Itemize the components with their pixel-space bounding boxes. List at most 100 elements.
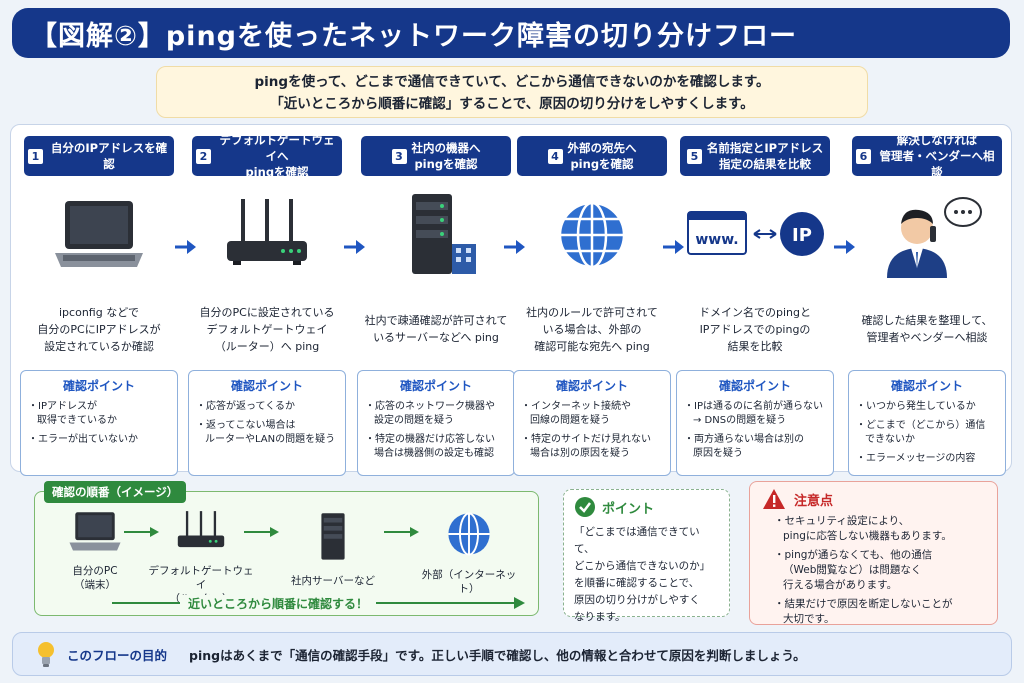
step-4-number: 4 <box>547 148 563 164</box>
step-1-number: 1 <box>28 148 43 164</box>
server-icon <box>321 513 345 560</box>
router-icon <box>177 511 225 548</box>
step-6: 6 解決しなければ 管理者・ベンダーへ相談 確認した結果を整理して、 管理者やベ… <box>846 128 1008 476</box>
step-6-point: エラーメッセージの内容 <box>856 452 998 466</box>
step-4-point: インターネット接続や 回線の問題を疑う <box>521 400 663 428</box>
order-item-router: デフォルトゲートウェイ （ルーター） <box>146 508 256 606</box>
step-3-point: 特定の機器だけ応答しない 場合は機器側の設定も確認 <box>365 433 507 461</box>
step-5-title: 名前指定とIPアドレス 指定の結果を比較 <box>706 141 824 171</box>
laptop-icon <box>55 201 143 267</box>
tip-title: ポイント <box>602 501 655 517</box>
step-3-point-title: 確認ポイント <box>399 379 472 393</box>
order-item-label: 社内サーバーなど <box>291 575 375 587</box>
globe-icon <box>558 201 626 269</box>
person-phone-icon <box>887 197 982 278</box>
step-3-number: 3 <box>391 148 407 164</box>
order-item-pc: 自分のPC （端末） <box>40 508 150 592</box>
step-1-point: IPアドレスが 取得できているか <box>28 400 170 428</box>
step-3-header: 3 社内の機器へ pingを確認 <box>361 136 511 176</box>
arrow-right-icon <box>504 240 525 254</box>
step-6-point-box: 確認ポイント いつから発生しているか どこまで（どこから）通信 できないか エラ… <box>848 370 1006 476</box>
arrow-right-icon <box>175 240 196 254</box>
warning-item: pingが通らなくても、他の通信 （Web閲覧など）は問題なく 行える場合があり… <box>774 548 985 593</box>
purpose-footer: このフローの目的 pingはあくまで「通信の確認手段」です。正しい手順で確認し、… <box>12 632 1012 676</box>
server-icon <box>412 194 476 274</box>
step-2-point-title: 確認ポイント <box>230 379 303 393</box>
warning-item: セキュリティ設定により、 pingに応答しない機器もあります。 <box>774 514 985 544</box>
step-2-point: 返ってこない場合は ルーターやLANの問題を疑う <box>196 419 338 447</box>
warning-box: 注意点 セキュリティ設定により、 pingに応答しない機器もあります。 ping… <box>749 481 998 625</box>
www-ip-icon: www. IP <box>674 176 836 294</box>
order-footer-text: 近いところから順番に確認する！ <box>180 595 377 612</box>
step-5-header: 5 名前指定とIPアドレス 指定の結果を比較 <box>680 136 830 176</box>
step-4-point-box: 確認ポイント インターネット接続や 回線の問題を疑う 特定のサイトだけ見れない … <box>513 370 671 476</box>
ip-label: IP <box>792 225 812 246</box>
www-label: www. <box>695 232 738 248</box>
step-3-description: 社内で疎通確認が許可されて いるサーバーなどへ ping <box>364 314 508 344</box>
step-2-point: 応答が返ってくるか <box>196 400 338 414</box>
intro-line-1: pingを使って、どこまで通信できていて、どこから通信できないのかを確認します。 <box>254 74 770 90</box>
tip-box: ポイント 「どこまでは通信できていて、 どこから通信できないのか」 を順番に確認… <box>563 489 730 623</box>
step-6-title: 解決しなければ 管理者・ベンダーへ相談 <box>879 133 995 179</box>
warning-title: 注意点 <box>794 493 834 509</box>
intro-box: pingを使って、どこまで通信できていて、どこから通信できないのかを確認します。… <box>156 66 868 118</box>
laptop-icon <box>69 512 121 551</box>
step-5: 5 名前指定とIPアドレス 指定の結果を比較 www. IP ドメイン名でのpi… <box>674 128 836 476</box>
step-1: 1 自分のIPアドレスを確認 ipconfig などで 自分のPCにIPアドレス… <box>18 128 180 476</box>
step-2: 2 デフォルトゲートウェイへ pingを確認 自分のPCに設定されている デフォ… <box>186 128 348 476</box>
step-4-point-title: 確認ポイント <box>555 379 628 393</box>
order-item-server: 社内サーバーなど <box>278 508 388 588</box>
step-6-description: 確認した結果を整理して、 管理者やベンダーへ相談 <box>861 314 993 344</box>
step-1-point-title: 確認ポイント <box>62 379 135 393</box>
arrow-right-icon <box>834 240 855 254</box>
order-item-label: 外部（インターネット） <box>421 569 517 595</box>
order-tag: 確認の順番（イメージ） <box>44 481 187 503</box>
tip-text: 「どこまでは通信できていて、 どこから通信できないのか」 を順番に確認することで… <box>574 526 711 623</box>
step-6-header: 6 解決しなければ 管理者・ベンダーへ相談 <box>852 133 1002 179</box>
step-4-header: 4 外部の宛先へ pingを確認 <box>517 136 667 176</box>
step-4: 4 外部の宛先へ pingを確認 社内のルールで許可されて いる場合は、外部の … <box>511 128 673 476</box>
step-6-point: どこまで（どこから）通信 できないか <box>856 419 998 447</box>
step-2-header: 2 デフォルトゲートウェイへ pingを確認 <box>192 133 342 179</box>
step-5-point: 両方通らない場合は別の 原因を疑う <box>684 433 826 461</box>
step-5-point: IPは通るのに名前が通らない → DNSの問題を疑う <box>684 400 826 428</box>
step-4-title: 外部の宛先へ pingを確認 <box>567 141 637 171</box>
step-3: 3 社内の機器へ pingを確認 社内で疎通確認が許可されて いるサーバーなどへ… <box>355 128 517 476</box>
lightbulb-icon <box>38 642 54 667</box>
step-1-point-box: 確認ポイント IPアドレスが 取得できているか エラーが出ていないか <box>20 370 178 476</box>
step-1-point: エラーが出ていないか <box>28 433 170 447</box>
router-icon <box>227 199 307 265</box>
step-6-number: 6 <box>856 148 871 164</box>
step-4-point: 特定のサイトだけ見れない 場合は別の原因を疑う <box>521 433 663 461</box>
step-2-number: 2 <box>196 148 211 164</box>
step-2-title: デフォルトゲートウェイへ pingを確認 <box>219 133 335 179</box>
purpose-title: このフローの目的 <box>67 647 168 663</box>
step-3-point-box: 確認ポイント 応答のネットワーク機器や 設定の問題を疑う 特定の機器だけ応答しな… <box>357 370 515 476</box>
order-item-label: 自分のPC （端末） <box>72 565 118 591</box>
arrow-right-icon <box>384 527 419 537</box>
warning-icon <box>763 489 785 509</box>
arrow-right-icon <box>244 527 279 537</box>
warning-item: 結果だけで原因を断定しないことが 大切です。 <box>774 597 985 627</box>
arrow-right-icon <box>124 527 159 537</box>
step-6-point: いつから発生しているか <box>856 400 998 414</box>
check-circle-icon <box>575 497 595 517</box>
step-4-description: 社内のルールで許可されて いる場合は、外部の 確認可能な宛先へ ping <box>526 305 658 353</box>
step-1-title: 自分のIPアドレスを確認 <box>50 141 168 171</box>
step-1-description: ipconfig などで 自分のPCにIPアドレスが 設定されているか確認 <box>37 305 161 353</box>
step-5-point-box: 確認ポイント IPは通るのに名前が通らない → DNSの問題を疑う 両方通らない… <box>676 370 834 476</box>
step-5-number: 5 <box>686 148 702 164</box>
step-5-description: ドメイン名でのpingと IPアドレスでのpingの 結果を比較 <box>699 305 811 353</box>
step-6-point-title: 確認ポイント <box>890 379 963 393</box>
step-2-point-box: 確認ポイント 応答が返ってくるか 返ってこない場合は ルーターやLANの問題を疑… <box>188 370 346 476</box>
arrow-right-icon <box>663 240 684 254</box>
step-1-header: 1 自分のIPアドレスを確認 <box>24 136 174 176</box>
intro-line-2: 「近いところから順番に確認」することで、原因の切り分けをしやすくします。 <box>270 96 754 112</box>
arrow-right-icon <box>344 240 365 254</box>
order-item-internet: 外部（インターネット） <box>414 508 524 596</box>
page-title: 【図解②】pingを使ったネットワーク障害の切り分けフロー <box>12 8 1010 58</box>
step-2-description: 自分のPCに設定されている デフォルトゲートウェイ （ルーター）へ ping <box>199 305 335 353</box>
step-5-point-title: 確認ポイント <box>718 379 791 393</box>
globe-icon <box>448 512 490 556</box>
step-3-point: 応答のネットワーク機器や 設定の問題を疑う <box>365 400 507 428</box>
